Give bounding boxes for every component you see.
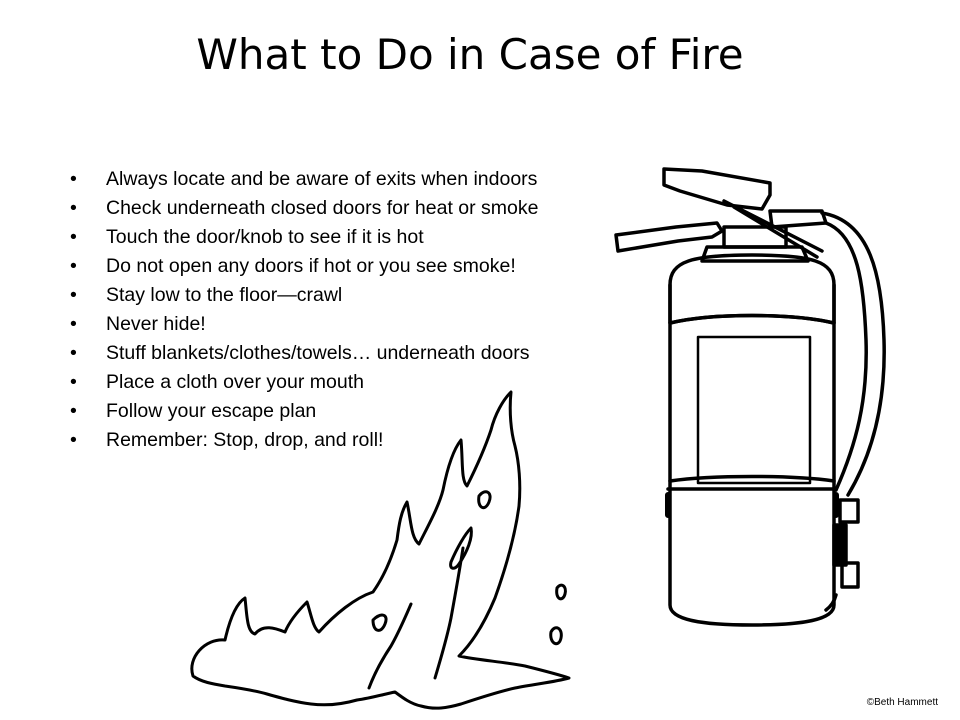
list-item: • Always locate and be aware of exits whe… <box>66 165 539 194</box>
list-item: • Stay low to the floor—crawl <box>66 281 539 310</box>
list-item: • Stuff blankets/clothes/towels… undernea… <box>66 339 539 368</box>
bullet-marker: • <box>70 197 77 219</box>
list-item: • Place a cloth over your mouth <box>66 368 539 397</box>
bullet-text: Follow your escape plan <box>106 400 317 422</box>
list-item: • Never hide! <box>66 310 539 339</box>
copyright-credit: ©Beth Hammett <box>866 697 938 708</box>
list-item: • Check underneath closed doors for heat … <box>66 194 539 223</box>
bullet-text: Do not open any doors if hot or you see … <box>106 255 516 277</box>
fire-extinguisher-icon <box>614 167 886 627</box>
list-item: • Do not open any doors if hot or you see… <box>66 252 539 281</box>
bullet-text: Stuff blankets/clothes/towels… underneat… <box>106 342 530 364</box>
bullet-text: Check underneath closed doors for heat o… <box>106 197 539 219</box>
bullet-marker: • <box>70 284 77 306</box>
bullet-marker: • <box>70 429 77 451</box>
bullet-marker: • <box>70 226 77 248</box>
bullet-marker: • <box>70 342 77 364</box>
bullet-marker: • <box>70 400 77 422</box>
bullet-text: Remember: Stop, drop, and roll! <box>106 429 384 451</box>
list-item: • Touch the door/knob to see if it is hot <box>66 223 539 252</box>
list-item: • Remember: Stop, drop, and roll! <box>66 426 539 455</box>
bullet-marker: • <box>70 371 77 393</box>
list-item: • Follow your escape plan <box>66 397 539 426</box>
bullet-text: Place a cloth over your mouth <box>106 371 364 393</box>
bullet-marker: • <box>70 168 77 190</box>
bullet-text: Never hide! <box>106 313 206 335</box>
bullet-text: Always locate and be aware of exits when… <box>106 168 538 190</box>
bullet-list: • Always locate and be aware of exits whe… <box>66 165 539 455</box>
bullet-text: Stay low to the floor—crawl <box>106 284 343 306</box>
bullet-text: Touch the door/knob to see if it is hot <box>106 226 424 248</box>
bullet-marker: • <box>70 255 77 277</box>
page-title: What to Do in Case of Fire <box>196 30 744 79</box>
bullet-marker: • <box>70 313 77 335</box>
flame-icon <box>190 390 571 710</box>
